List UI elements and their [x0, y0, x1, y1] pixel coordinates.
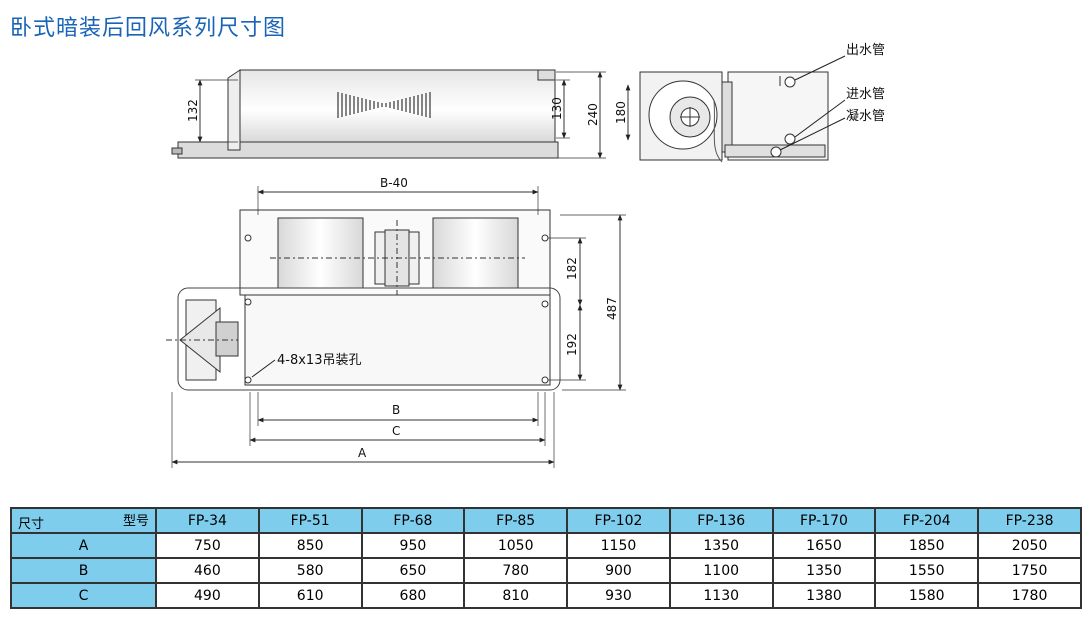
corner-label-size: 尺寸: [18, 517, 45, 532]
dim-b-minus-40: B-40: [380, 176, 408, 190]
end-view: [639, 55, 846, 163]
table-cell: 950: [360, 532, 466, 559]
table-row: B 460 580 650 780 900 1100 1350 1550 175…: [10, 557, 1082, 584]
callout-condensate-pipe: 凝水管: [846, 108, 885, 124]
page-title: 卧式暗装后回风系列尺寸图: [10, 16, 287, 41]
row-label: B: [10, 557, 157, 584]
drain-pan-outline: [177, 287, 561, 391]
table-cell: 650: [360, 557, 466, 584]
side-view-grille: [337, 92, 431, 118]
table-row: C 490 610 680 810 930 1130 1380 1580 178…: [10, 582, 1082, 609]
model-header: FP-170: [771, 507, 877, 534]
fan-housing-left: [277, 217, 364, 289]
table-cell: 780: [463, 557, 569, 584]
dim-180: 180: [614, 101, 628, 124]
model-header: FP-102: [566, 507, 671, 534]
table-corner-cell: 尺寸 型号: [10, 507, 157, 534]
fan-housing-right: [432, 217, 519, 289]
table-cell: 460: [155, 557, 260, 584]
dim-240: 240: [586, 103, 600, 126]
dim-b: B: [392, 403, 400, 417]
dim-192: 192: [565, 333, 579, 356]
table-cell: 1350: [771, 557, 877, 584]
table-row: A 750 850 950 1050 1150 1350 1650 1850 2…: [10, 532, 1082, 559]
plan-view-coil-section: [244, 294, 551, 386]
model-header: FP-34: [155, 507, 260, 534]
dim-c: C: [392, 424, 400, 438]
hanging-hole-label: 4-8x13吊装孔: [277, 353, 361, 368]
model-header: FP-238: [977, 507, 1082, 534]
dim-130: 130: [550, 97, 564, 120]
table-cell: 750: [155, 532, 260, 559]
model-header: FP-51: [257, 507, 363, 534]
table-cell: 1380: [771, 582, 877, 609]
table-cell: 490: [155, 582, 260, 609]
table-cell: 1150: [566, 532, 671, 559]
dim-132: 132: [186, 99, 200, 122]
callout-outlet-pipe: 出水管: [846, 43, 885, 58]
table-cell: 1050: [463, 532, 569, 559]
callout-inlet-pipe: 进水管: [846, 87, 885, 102]
side-view: [171, 69, 631, 159]
size-table: 尺寸 型号 FP-34 FP-51 FP-68 FP-85 FP-102 FP-…: [10, 507, 1082, 609]
table-cell: 1780: [977, 582, 1082, 609]
table-cell: 1580: [874, 582, 980, 609]
table-cell: 1350: [668, 532, 774, 559]
table-cell: 1130: [668, 582, 774, 609]
dim-a: A: [358, 446, 367, 460]
table-cell: 680: [360, 582, 466, 609]
table-cell: 2050: [977, 532, 1082, 559]
table-cell: 610: [257, 582, 363, 609]
model-header: FP-204: [874, 507, 980, 534]
dim-487: 487: [605, 297, 619, 320]
dim-182: 182: [565, 257, 579, 280]
plan-view: [166, 186, 626, 468]
table-cell: 900: [566, 557, 671, 584]
table-cell: 1650: [771, 532, 877, 559]
table-cell: 1850: [874, 532, 980, 559]
model-header: FP-136: [668, 507, 774, 534]
table-cell: 1550: [874, 557, 980, 584]
table-cell: 810: [463, 582, 569, 609]
model-header: FP-85: [463, 507, 569, 534]
table-cell: 930: [566, 582, 671, 609]
table-cell: 580: [257, 557, 363, 584]
table-cell: 850: [257, 532, 363, 559]
table-header-row: 尺寸 型号 FP-34 FP-51 FP-68 FP-85 FP-102 FP-…: [10, 507, 1082, 534]
model-header: FP-68: [360, 507, 466, 534]
row-label: A: [10, 532, 157, 559]
table-cell: 1100: [668, 557, 774, 584]
corner-label-model: 型号: [122, 514, 149, 529]
dimension-drawings: 132 130 240 180 出水管 进水管 凝水管: [166, 43, 885, 468]
table-cell: 1750: [977, 557, 1082, 584]
row-label: C: [10, 582, 157, 609]
